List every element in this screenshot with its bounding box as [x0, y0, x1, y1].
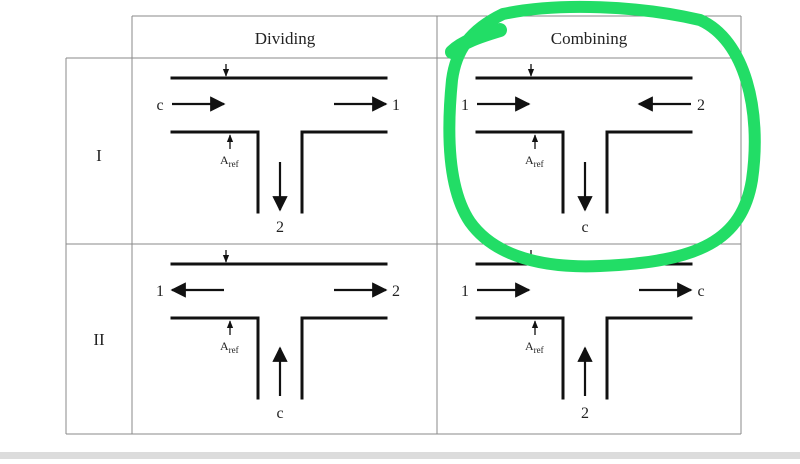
branch-port-label: c: [276, 405, 283, 422]
aref-label: Aref: [525, 153, 544, 169]
pipe-bottom-right-wall: [605, 316, 693, 400]
branch-port-label: 2: [276, 219, 284, 236]
aref-label: Aref: [220, 339, 239, 355]
pipe-bottom-right-wall: [300, 316, 388, 400]
row-label-II: II: [93, 330, 105, 349]
pipe-bottom-left-wall: [170, 316, 260, 400]
column-header-combining: Combining: [551, 29, 628, 48]
pipe-bottom-left-wall: [170, 130, 260, 214]
pipe-bottom-left-wall: [475, 316, 565, 400]
branch-port-label: 2: [581, 405, 589, 422]
branch-port-label: c: [581, 219, 588, 236]
right-port-label: 1: [392, 97, 400, 114]
right-port-label: 2: [697, 97, 705, 114]
right-port-label: c: [697, 283, 704, 300]
pipe-bottom-right-wall: [300, 130, 388, 214]
highlight-circle: [443, 0, 761, 273]
left-port-label: 1: [156, 283, 164, 300]
tee-cell-II-combining: Aref 1 c 2: [461, 250, 705, 422]
aref-label: Aref: [220, 153, 239, 169]
tee-cell-II-dividing: Aref 1 2 c: [156, 250, 400, 422]
aref-label: Aref: [525, 339, 544, 355]
right-port-label: 2: [392, 283, 400, 300]
left-port-label: 1: [461, 283, 469, 300]
tee-cell-I-dividing: Aref c 1 2: [156, 64, 400, 236]
column-header-dividing: Dividing: [255, 29, 316, 48]
left-port-label: c: [156, 97, 163, 114]
left-port-label: 1: [461, 97, 469, 114]
tee-cell-I-combining: Aref 1 2 c: [461, 64, 705, 236]
highlight-start-dot: [445, 23, 507, 59]
row-label-I: I: [96, 146, 102, 165]
pipe-bottom-right-wall: [605, 130, 693, 214]
pipe-bottom-left-wall: [475, 130, 565, 214]
table-grid: [65, 15, 742, 435]
bottom-scrollbar-strip: [0, 452, 800, 459]
